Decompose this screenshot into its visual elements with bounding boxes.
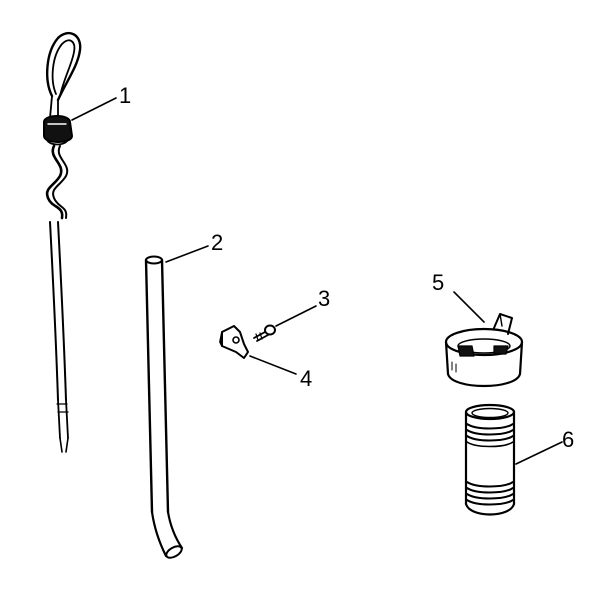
cap xyxy=(446,292,522,386)
cap-top-rim xyxy=(446,329,522,355)
callout-3-leader xyxy=(276,306,316,326)
screw xyxy=(254,306,316,341)
callout-6-leader xyxy=(516,442,562,464)
threaded-nipple xyxy=(466,405,562,515)
callout-2-leader xyxy=(166,246,208,262)
dipstick-wavy-section xyxy=(47,146,67,218)
callout-5: 5 xyxy=(432,270,444,295)
tube-top-end xyxy=(146,257,162,264)
nipple-bottom-threads xyxy=(467,482,513,505)
dipstick-tube xyxy=(146,246,208,560)
callout-6: 6 xyxy=(562,427,574,452)
callout-2: 2 xyxy=(211,230,223,255)
nipple-top-threads xyxy=(467,424,513,447)
dipstick-stopper xyxy=(44,116,72,145)
cap-tab xyxy=(494,314,512,334)
dipstick-loop-handle xyxy=(47,33,80,118)
callout-1: 1 xyxy=(119,83,131,108)
tube-bottom-end xyxy=(164,544,183,560)
dipstick xyxy=(44,33,116,452)
callout-3: 3 xyxy=(318,286,330,311)
callout-4: 4 xyxy=(300,366,312,391)
callout-4-leader xyxy=(250,356,296,374)
callout-1-leader xyxy=(72,98,116,120)
dipstick-blade xyxy=(50,222,68,452)
clip xyxy=(220,326,296,374)
callout-5-leader xyxy=(454,292,484,322)
